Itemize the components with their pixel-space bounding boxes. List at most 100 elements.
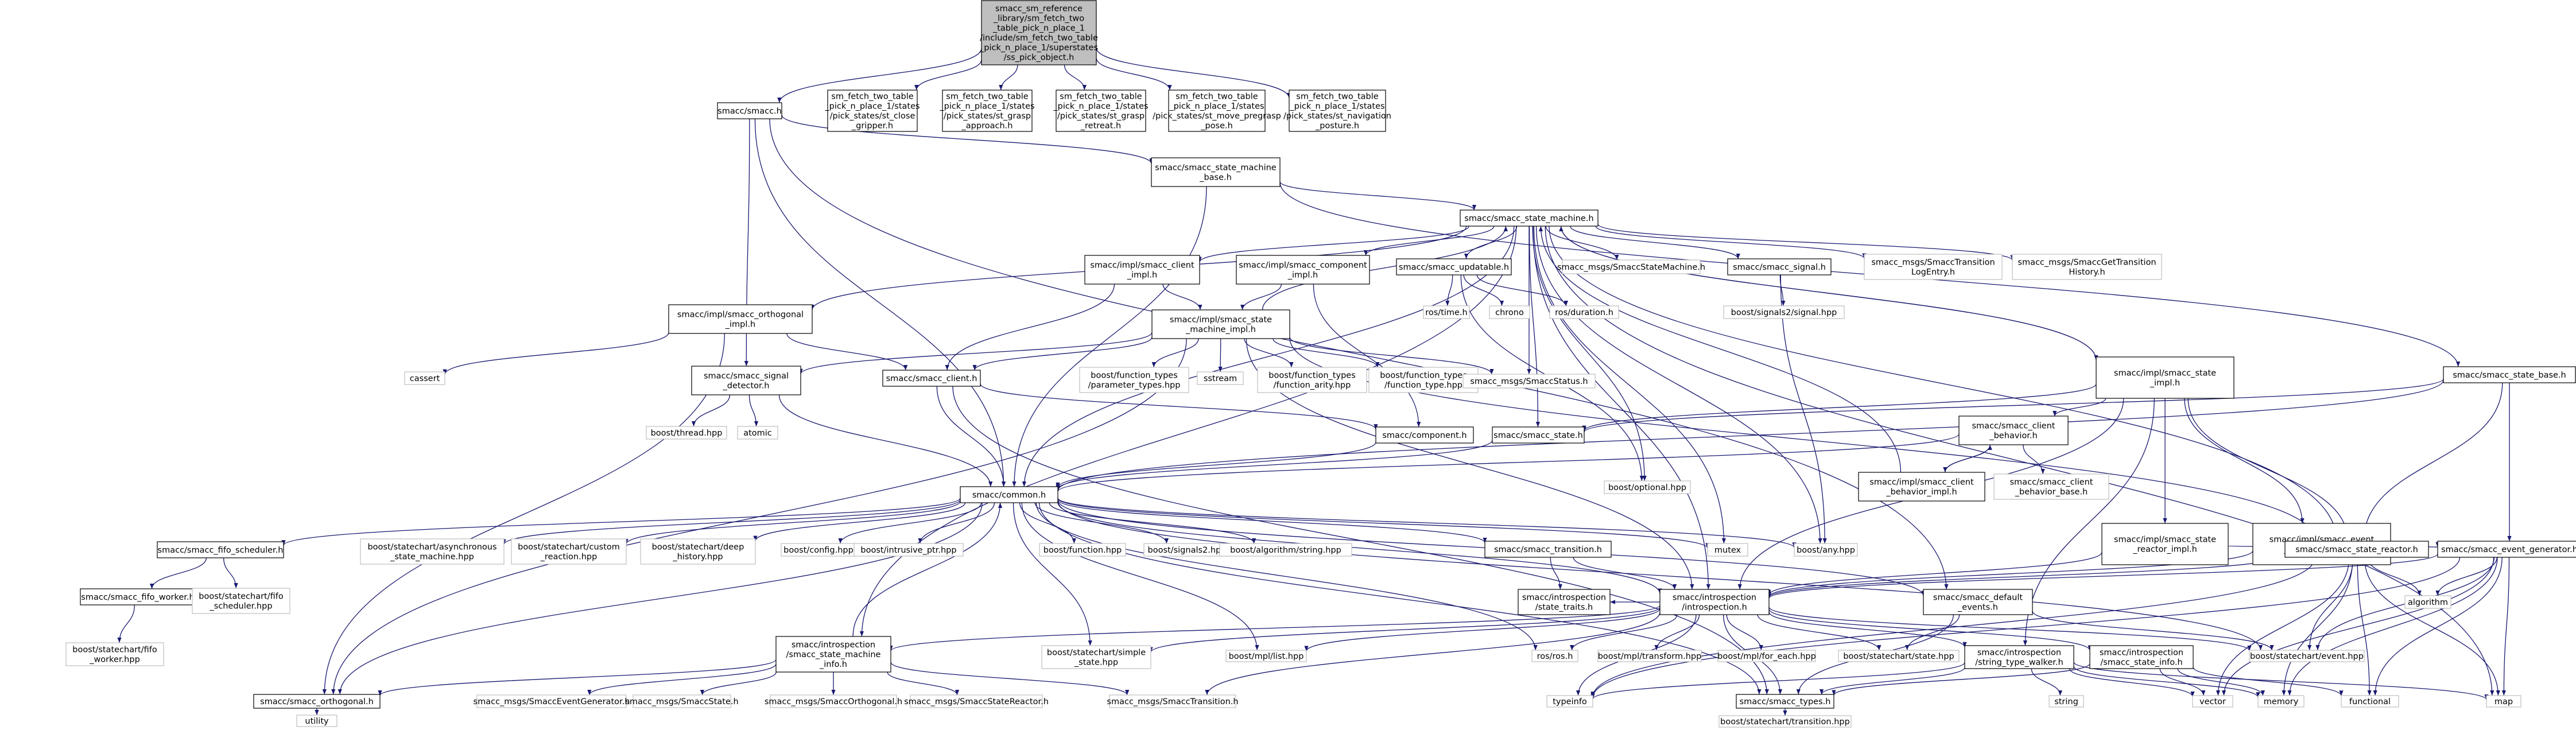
edge-signal_detector-to-thread: [691, 394, 731, 427]
node-box: [2404, 595, 2451, 609]
node-box: [717, 102, 782, 119]
node-fifo-scheduler[interactable]: smacc/smacc_fifo_scheduler.h: [157, 541, 284, 558]
node-smacc-client-h[interactable]: smacc/smacc_client.h: [882, 370, 981, 387]
edge-component_h-to-common: [1056, 442, 1376, 488]
node-label-line: History.h: [2069, 268, 2105, 277]
node-smacc-types[interactable]: smacc/smacc_types.h: [1736, 694, 1834, 709]
edge-common-to-intrusive_ptr: [918, 502, 995, 544]
node-mpl-list: boost/mpl/list.hpp: [1225, 650, 1307, 662]
edge-state_machine-to-signal_h: [1570, 226, 1740, 259]
node-custom-reaction: boost/statechart/custom_reaction.hpp: [511, 538, 627, 565]
node-client-behavior[interactable]: smacc/smacc_client_behavior.h: [1958, 416, 2069, 445]
edge-state_info-to-functional: [2193, 667, 2344, 696]
node-label-line: sm_fetch_two_table: [946, 92, 1029, 102]
edge-client_behavior_impl-to-client_behavior: [1945, 444, 1992, 473]
node-introspection[interactable]: smacc/introspection/introspection.h: [1659, 589, 1770, 615]
node-state-base[interactable]: smacc/smacc_state_base.h: [2443, 366, 2576, 383]
node-box: [1056, 90, 1146, 132]
node-st-move-pregrasp[interactable]: sm_fetch_two_table_pick_n_place_1/states…: [1153, 90, 1281, 132]
node-reactor-impl[interactable]: smacc/impl/smacc_state_reactor_impl.h: [2101, 523, 2229, 565]
edge-signal_detector-to-atomic: [748, 394, 759, 427]
node-sm-base[interactable]: smacc/smacc_state_machine_base.h: [1151, 157, 1281, 187]
node-label-line: smacc_msgs/SmaccTransition.h: [1107, 697, 1238, 706]
node-st-close-gripper[interactable]: sm_fetch_two_table_pick_n_place_1/states…: [824, 90, 920, 132]
node-signal-detector[interactable]: smacc/smacc_signal_detector.h: [691, 366, 801, 395]
edge-signal_h-to-signals2_signal: [1779, 274, 1786, 306]
node-label-line: _pick_n_place_1/states: [1053, 102, 1148, 111]
edge-state_reactor-to-statechart_event: [2307, 557, 2354, 651]
node-box: [1531, 650, 1578, 662]
edge-string_walker-to-smacc_types: [1820, 667, 1965, 695]
node-box: [1718, 715, 1852, 728]
node-state-machine[interactable]: smacc/smacc_state_machine.h: [1460, 209, 1599, 227]
node-state-info[interactable]: smacc/introspection/smacc_state_info.h: [2089, 645, 2194, 669]
node-updatable[interactable]: smacc/smacc_updatable.h: [1396, 258, 1512, 275]
node-client-behavior-base: smacc/smacc_client_behavior_base.h: [1993, 473, 2109, 500]
edge-sm_info-to-common: [852, 502, 1003, 637]
node-label-line: /function_arity.hpp: [1274, 381, 1351, 390]
node-root[interactable]: smacc_sm_reference_library/sm_fetch_two_…: [979, 0, 1098, 65]
node-fifo-worker-hpp: boost/statechart/fifo_worker.hpp: [65, 642, 164, 666]
node-box: [854, 543, 964, 557]
node-st-grasp-retreat[interactable]: sm_fetch_two_table_pick_n_place_1/states…: [1053, 90, 1149, 132]
node-label-line: smacc/introspection: [2100, 649, 2183, 658]
edge-updatable-to-ros_duration: [1476, 274, 1568, 306]
node-common[interactable]: smacc/common.h: [960, 486, 1058, 503]
node-label-line: _gripper.h: [851, 122, 893, 131]
node-label-line: smacc/component.h: [1382, 431, 1467, 440]
node-smacc-transition[interactable]: smacc/smacc_transition.h: [1484, 541, 1612, 558]
node-signal-h[interactable]: smacc/smacc_signal.h: [1727, 258, 1832, 275]
node-fifo-worker[interactable]: smacc/smacc_fifo_worker.h: [80, 588, 196, 605]
node-state-reactor[interactable]: smacc/smacc_state_reactor.h: [2284, 541, 2429, 558]
node-smacc-h[interactable]: smacc/smacc.h: [717, 102, 782, 119]
node-event-generator[interactable]: smacc/smacc_event_generator.h: [2437, 541, 2576, 558]
node-client-behavior-impl[interactable]: smacc/impl/smacc_client_behavior_impl.h: [1858, 472, 1985, 502]
node-string-walker[interactable]: smacc/introspection/string_type_walker.h: [1964, 645, 2074, 669]
node-label-line: sm_fetch_two_table: [1060, 92, 1142, 102]
edge-root-to-smacc_h: [777, 48, 982, 103]
node-st-navigation-posture[interactable]: sm_fetch_two_table_pick_n_place_1/states…: [1283, 90, 1391, 132]
node-component-impl[interactable]: smacc/impl/smacc_component_impl.h: [1236, 255, 1370, 285]
node-state-impl[interactable]: smacc/impl/smacc_state_impl.h: [2096, 356, 2234, 399]
node-chrono: chrono: [1489, 305, 1530, 319]
edge-string_walker-to-typeinfo: [1590, 662, 1965, 700]
node-state-traits[interactable]: smacc/introspection/state_traits.h: [1518, 589, 1611, 615]
node-label-line: smacc_msgs/SmaccStateMachine.h: [1557, 263, 1705, 272]
node-box: [2089, 645, 2194, 669]
edge-state_machine-to-msgs_get_transition_history: [1597, 223, 2015, 261]
node-label-line: smacc/impl/smacc_component: [1239, 261, 1367, 270]
node-box: [882, 370, 981, 387]
node-box: [1168, 90, 1266, 132]
node-statechart-transition: boost/statechart/transition.hpp: [1718, 715, 1852, 728]
node-orthogonal-impl[interactable]: smacc/impl/smacc_orthogonal_impl.h: [668, 304, 813, 334]
edge-orthogonal_impl-to-cassert: [443, 332, 669, 375]
node-box: [1084, 255, 1200, 285]
node-box: [981, 0, 1097, 65]
edge-sm_info-to-smacc_orthogonal: [378, 659, 777, 696]
node-label-line: boost/statechart/transition.hpp: [1720, 717, 1850, 727]
node-smacc-orthogonal[interactable]: smacc/smacc_orthogonal.h: [253, 694, 381, 709]
edge-fifo_scheduler-to-fifo_scheduler_hpp: [223, 557, 238, 589]
node-box: [775, 636, 891, 673]
node-client-impl[interactable]: smacc/impl/smacc_client_impl.h: [1084, 255, 1200, 285]
edge-reactor_impl-to-introspection: [1767, 552, 2102, 596]
node-sm-impl[interactable]: smacc/impl/smacc_state_machine_impl.h: [1151, 309, 1290, 339]
node-box: [1236, 255, 1370, 285]
node-label-line: boost/mpl/for_each.hpp: [1717, 652, 1816, 661]
node-box: [511, 538, 627, 565]
edge-smacc_h-to-sm_base: [781, 115, 1154, 164]
node-sm-info[interactable]: smacc/introspection/smacc_state_machine_…: [775, 636, 891, 673]
node-component-h[interactable]: smacc/component.h: [1375, 426, 1474, 444]
node-default-events[interactable]: smacc/smacc_default_events.h: [1923, 589, 2033, 615]
node-config: boost/config.hpp: [781, 543, 856, 557]
edge-component_impl-to-sm_impl: [1240, 284, 1282, 310]
node-label-line: boost/statechart/fifo: [199, 592, 284, 601]
node-box: [2192, 695, 2233, 708]
edge-state_base-to-smacc_state_h: [1582, 378, 2444, 433]
node-st-grasp-approach[interactable]: sm_fetch_two_table_pick_n_place_1/states…: [939, 90, 1035, 132]
edge-introspection-to-msgs_transition: [1205, 612, 1661, 696]
node-box: [1041, 645, 1151, 669]
node-box: [1858, 472, 1985, 502]
node-smacc-state-h[interactable]: smacc/smacc_state.h: [1492, 426, 1585, 444]
node-box: [691, 366, 801, 395]
